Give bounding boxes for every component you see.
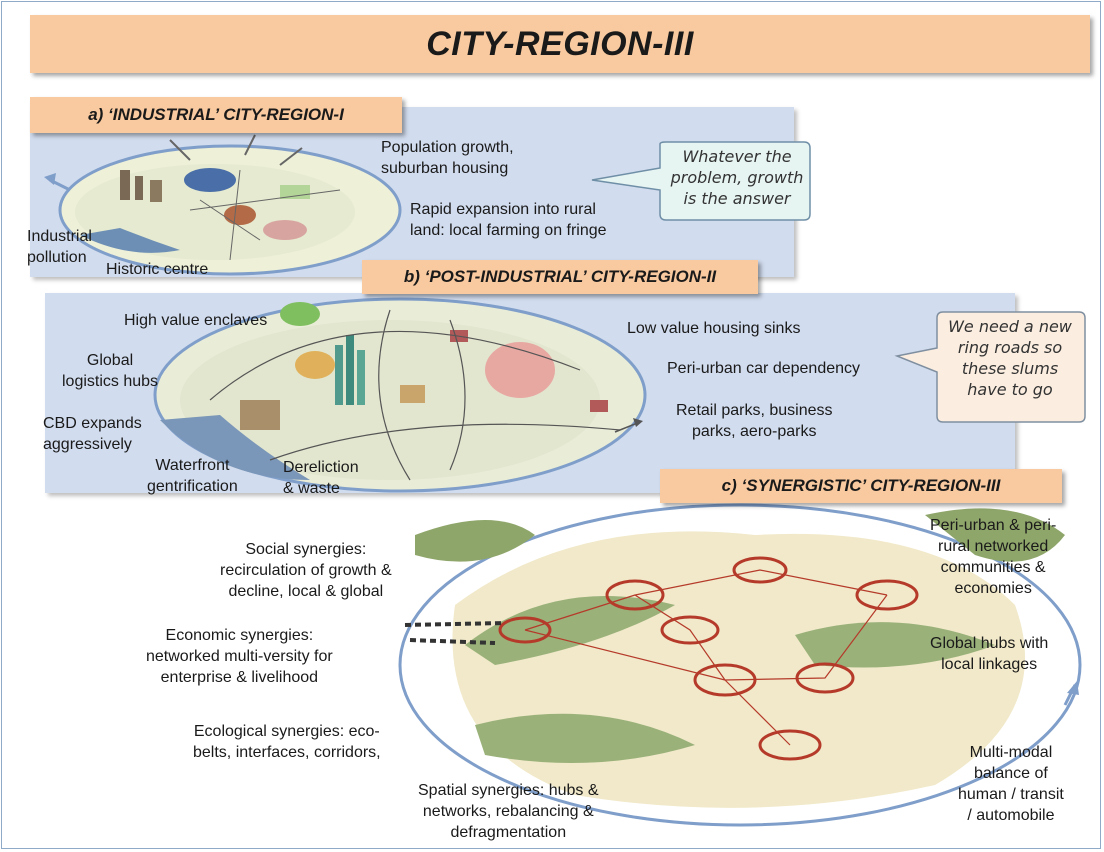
callout-a-bubble	[591, 141, 811, 221]
section-a-title: a) ‘INDUSTRIAL’ CITY-REGION-I	[30, 97, 402, 133]
section-b-title: b) ‘POST-INDUSTRIAL’ CITY-REGION-II	[362, 260, 758, 294]
label-car-dependency: Peri-urban car dependency	[667, 360, 861, 377]
label-population-growth: Population growth,suburban housing	[381, 139, 514, 177]
post-industrial-city-sketch	[153, 297, 647, 493]
label-spatial-synergies: Spatial synergies: hubs &networks, rebal…	[418, 782, 599, 841]
callout-b-bubble	[894, 311, 1086, 423]
label-ecological-synergies: Ecological synergies: eco-belts, interfa…	[193, 723, 381, 761]
label-historic-centre: Historic centre	[106, 261, 209, 278]
label-low-value-housing: Low value housing sinks	[627, 320, 801, 337]
label-high-value-enclaves: High value enclaves	[124, 312, 268, 329]
main-title: CITY-REGION-III	[30, 15, 1090, 73]
synergistic-city-sketch	[398, 503, 1082, 827]
industrial-city-sketch	[44, 134, 402, 276]
label-economic-synergies: Economic synergies:networked multi-versi…	[146, 627, 333, 686]
label-dereliction-waste: Dereliction& waste	[283, 459, 359, 497]
label-social-synergies: Social synergies:recirculation of growth…	[220, 541, 392, 600]
section-c-title: c) ‘SYNERGISTIC’ CITY-REGION-III	[660, 469, 1062, 503]
